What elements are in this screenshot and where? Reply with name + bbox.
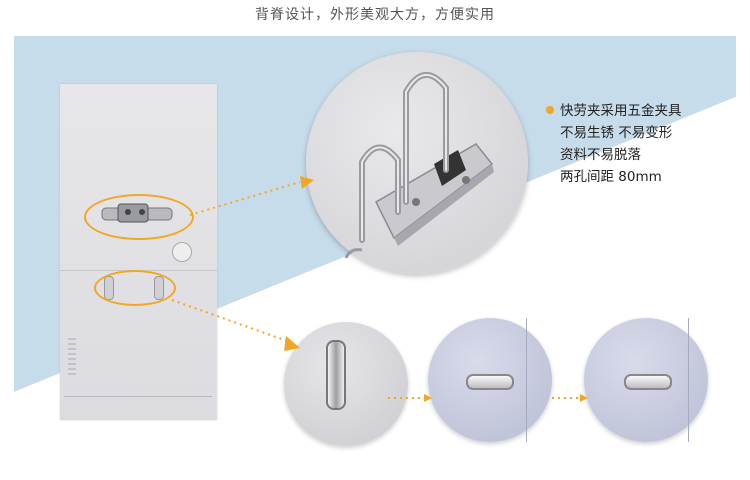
feature-line-2: 不易生锈 不易变形 [560, 125, 673, 141]
lever-clip-illustration [344, 72, 494, 259]
clip-highlight-ring [84, 194, 194, 240]
finger-hole [172, 242, 192, 262]
holes-highlight-ring [94, 270, 176, 306]
board-print [68, 338, 76, 378]
headline: 背脊设计，外形美观大方，方便实用 [255, 7, 495, 23]
arrow-right-icon [300, 176, 314, 189]
slot-zoom-circle-3 [584, 318, 708, 442]
feature-line-1: 快劳夹采用五金夹具 [546, 100, 736, 122]
arrow-right-icon [284, 336, 300, 351]
board-edge-line [526, 318, 527, 442]
arrow-right-icon [424, 394, 432, 402]
bullet-dot-icon [546, 106, 554, 114]
feature-line-3: 资料不易脱落 [560, 147, 641, 163]
clip-zoom-circle [306, 52, 528, 274]
horizontal-slot-2 [624, 374, 672, 390]
vertical-slot-ring [326, 340, 346, 410]
feature-line-4: 两孔间距 80mm [560, 169, 662, 185]
board-edge-line [688, 318, 689, 442]
arrow-right-icon [580, 394, 588, 402]
feature-text: 快劳夹采用五金夹具 [560, 103, 682, 119]
feature-description: 快劳夹采用五金夹具 不易生锈 不易变形 资料不易脱落 两孔间距 80mm [546, 100, 736, 188]
board-label-lines [64, 396, 212, 401]
slot-zoom-circle-2 [428, 318, 552, 442]
slot-zoom-circle-1 [284, 322, 408, 446]
horizontal-slot-1 [466, 374, 514, 390]
